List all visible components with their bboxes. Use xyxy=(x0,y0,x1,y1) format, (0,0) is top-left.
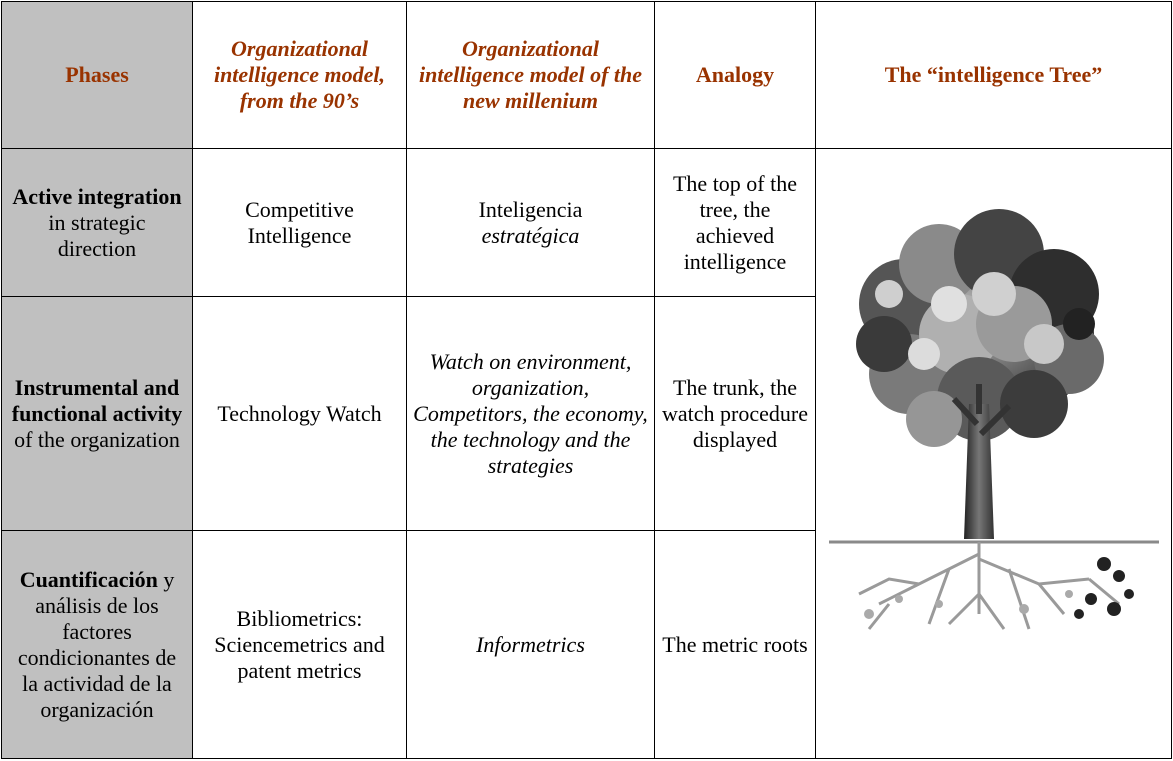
phase-bold: Cuantificación xyxy=(19,566,158,592)
phase-cell: Instrumental and functional activity of … xyxy=(1,296,193,531)
analogy-cell: The top of the tree, the achieved intell… xyxy=(654,148,816,297)
phase-rest: in strategic direction xyxy=(48,209,146,261)
model-new-cell: Informetrics xyxy=(406,530,655,759)
table-row: Cuantificación y análisis de los factore… xyxy=(1,530,1172,759)
header-row: Phases Organizational intelligence model… xyxy=(1,1,1172,149)
phase-cell: Cuantificación y análisis de los factore… xyxy=(1,530,193,759)
header-tree: The “intelligence Tree” xyxy=(815,1,1172,149)
header-model-90s: Organizational intelligence model, from … xyxy=(192,1,407,149)
model-90s-cell: Technology Watch xyxy=(192,296,407,531)
tree-crown xyxy=(855,208,1104,447)
tree-cell xyxy=(815,148,1172,759)
phase-bold: Instrumental and functional activity xyxy=(11,374,183,426)
phase-rest: of the organization xyxy=(14,426,180,452)
header-phases: Phases xyxy=(1,1,193,149)
analogy-cell: The metric roots xyxy=(654,530,816,759)
tree-icon xyxy=(828,208,1159,630)
model-new-normal: Inteligencia xyxy=(478,196,583,222)
model-new-cell: Inteligencia estratégica xyxy=(406,148,655,297)
root-nodules xyxy=(1073,556,1134,619)
phase-rest: y análisis de los factores condicionante… xyxy=(17,566,177,722)
analogy-cell: The trunk, the watch procedure displayed xyxy=(654,296,816,531)
tree-roots xyxy=(857,541,1120,630)
model-90s-cell: Bibliometrics: Sciencemetrics and patent… xyxy=(192,530,407,759)
header-analogy: Analogy xyxy=(654,1,816,149)
header-model-new: Organizational intelligence model of the… xyxy=(406,1,655,149)
tree-trunk xyxy=(963,403,994,539)
table-row: Active integration in strategic directio… xyxy=(1,148,1172,759)
model-90s-cell: Competitive Intelligence xyxy=(192,148,407,297)
table-row: Instrumental and functional activity of … xyxy=(1,296,1172,531)
phase-bold: Active integration xyxy=(12,183,182,209)
model-new-cell: Watch on environment, organization, Comp… xyxy=(406,296,655,531)
model-new-italic: estratégica xyxy=(481,222,580,248)
phase-cell: Active integration in strategic directio… xyxy=(1,148,193,297)
